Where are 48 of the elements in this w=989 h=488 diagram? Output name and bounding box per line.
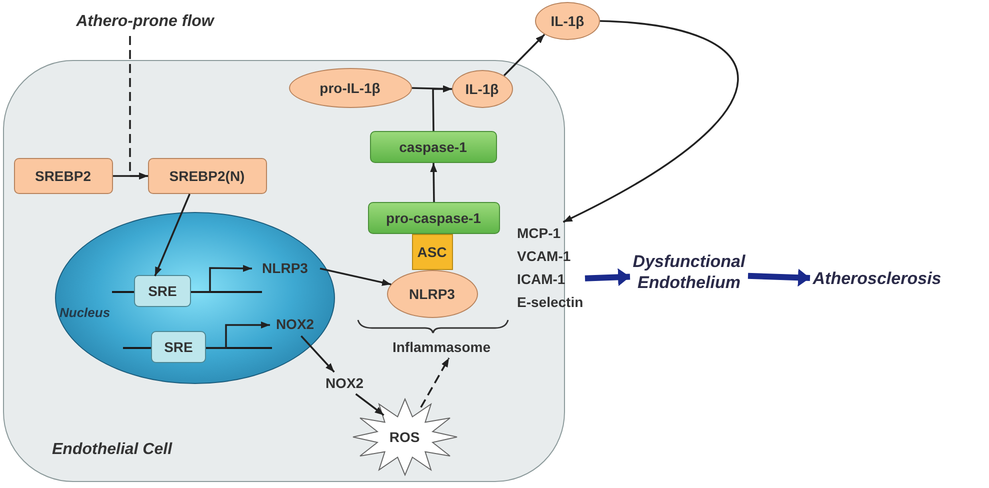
arrow bbox=[154, 194, 190, 276]
arrow bbox=[432, 86, 452, 132]
protein-label: ROS bbox=[389, 428, 420, 444]
arrow bbox=[113, 172, 148, 180]
protein-label: SRE bbox=[148, 283, 177, 299]
arrow bbox=[207, 322, 270, 349]
nucleus-label: Nucleus bbox=[60, 304, 110, 320]
arrow bbox=[584, 268, 630, 286]
protein-label: NLRP3 bbox=[409, 286, 455, 302]
protein-box bbox=[370, 130, 496, 162]
complex-label: Inflammasome bbox=[392, 338, 491, 354]
protein-box bbox=[368, 202, 500, 234]
protein-label: SREBP2(N) bbox=[169, 168, 245, 184]
arrow bbox=[503, 34, 546, 76]
protein-ellipse bbox=[535, 2, 600, 40]
ros-starburst bbox=[352, 398, 458, 476]
protein-label: ASC bbox=[417, 244, 447, 260]
arrow bbox=[748, 268, 810, 287]
arrow bbox=[420, 358, 450, 408]
adhesion-molecule-label: VCAM-1 bbox=[517, 247, 571, 266]
protein-label: NOX2 bbox=[325, 374, 364, 390]
protein-box bbox=[148, 158, 266, 194]
arrow bbox=[355, 393, 384, 416]
pathway-label: Athero-prone flow bbox=[76, 13, 214, 31]
protein-label: IL-1β bbox=[550, 13, 584, 29]
protein-label: pro-caspase-1 bbox=[386, 210, 481, 226]
gene-label: NLRP3 bbox=[262, 260, 308, 276]
protein-label: caspase-1 bbox=[399, 138, 467, 154]
gene-label: NOX2 bbox=[276, 316, 314, 332]
protein-box bbox=[14, 158, 112, 194]
arrow bbox=[300, 335, 335, 373]
adhesion-molecule-label: E-selectin bbox=[517, 293, 584, 312]
protein-label: SRE bbox=[164, 339, 193, 355]
outcome-label: Dysfunctional Endothelium bbox=[632, 251, 746, 293]
arrow bbox=[562, 20, 738, 223]
adhesion-molecule-label: MCP-1 bbox=[517, 224, 561, 243]
arrow bbox=[192, 264, 252, 293]
outcome-label: Atherosclerosis bbox=[812, 268, 942, 288]
sre-box bbox=[151, 331, 206, 363]
cell-label: Endothelial Cell bbox=[52, 441, 172, 459]
protein-ellipse bbox=[452, 70, 512, 108]
protein-label: SREBP2 bbox=[34, 168, 92, 184]
adhesion-molecule-label: ICAM-1 bbox=[517, 270, 566, 289]
arrow bbox=[430, 162, 438, 202]
adaptor-box bbox=[412, 234, 452, 270]
sre-box bbox=[134, 275, 191, 307]
protein-label: IL-1β bbox=[465, 80, 499, 96]
protein-label: pro-IL-1β bbox=[320, 80, 380, 96]
